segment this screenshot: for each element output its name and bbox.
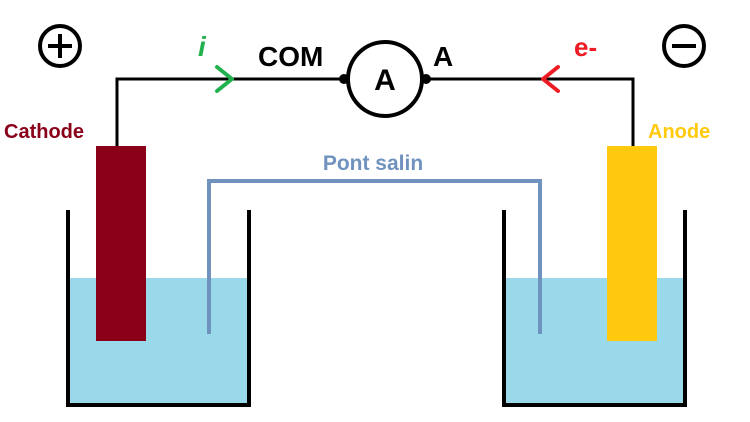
salt-bridge	[207, 179, 542, 334]
wire-right	[426, 77, 635, 147]
chevron-left-icon	[541, 65, 560, 93]
anode-label: Anode	[648, 121, 710, 143]
plus-circle-icon	[38, 24, 82, 68]
a-terminal-dot	[421, 74, 431, 84]
cathode-label: Cathode	[4, 121, 84, 143]
a-terminal-label: A	[433, 41, 453, 72]
anode-electrode	[607, 146, 657, 341]
chevron-right-icon	[215, 65, 234, 93]
left-beaker	[66, 210, 251, 407]
cathode-electrode	[96, 146, 146, 341]
minus-circle-icon	[662, 24, 706, 68]
com-label: COM	[258, 41, 323, 72]
wire-left	[115, 77, 344, 147]
electron-label: e-	[574, 32, 597, 62]
ammeter-label: A	[374, 64, 396, 97]
right-beaker	[502, 210, 687, 407]
salt-bridge-label: Pont salin	[323, 152, 423, 175]
com-terminal-dot	[339, 74, 349, 84]
current-label: i	[198, 31, 207, 62]
